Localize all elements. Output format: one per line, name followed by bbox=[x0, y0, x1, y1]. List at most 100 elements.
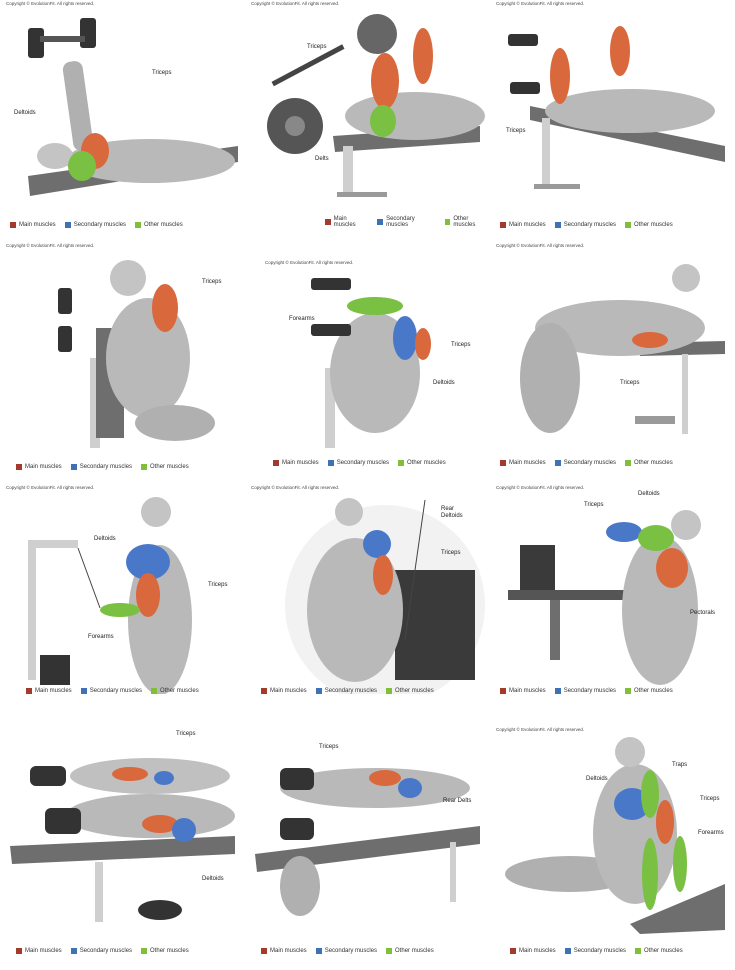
exercise-illustration bbox=[28, 497, 192, 694]
legend-other: Other muscles bbox=[644, 948, 683, 954]
legend-main: Main muscles bbox=[282, 460, 319, 466]
secondary-swatch bbox=[80, 688, 87, 694]
legend-main: Main muscles bbox=[509, 222, 546, 228]
legend-main: Main muscles bbox=[19, 222, 56, 228]
legend: Main muscles Secondary muscles Other mus… bbox=[261, 688, 434, 694]
secondary-swatch bbox=[377, 219, 384, 225]
label-forearms: Forearms bbox=[698, 830, 724, 836]
other-swatch bbox=[625, 222, 632, 228]
legend: Main muscles Secondary muscles Other mus… bbox=[261, 948, 434, 954]
legend: Main muscles Secondary muscles Other mus… bbox=[273, 460, 446, 466]
panel-lying-dumbbell-press: Copyright © EvolutionFit. All rights res… bbox=[490, 0, 735, 242]
other-swatch bbox=[141, 464, 148, 470]
panel-bent-over-kickback: Triceps Rear Delts Main muscles Secondar… bbox=[245, 726, 490, 970]
exercise-illustration bbox=[10, 758, 235, 922]
main-swatch bbox=[273, 460, 279, 466]
legend-secondary: Secondary muscles bbox=[336, 460, 390, 466]
legend: Main muscles Secondary muscles Other mus… bbox=[325, 216, 490, 228]
legend-other: Other muscles bbox=[144, 222, 183, 228]
label-deltoids: Deltoids bbox=[433, 380, 455, 386]
label-triceps: Triceps bbox=[307, 44, 327, 50]
legend-other: Other muscles bbox=[160, 688, 199, 694]
secondary-swatch bbox=[564, 948, 571, 954]
main-swatch bbox=[500, 222, 506, 228]
legend: Main muscles Secondary muscles Other mus… bbox=[500, 222, 673, 228]
panel-dumbbell-kickback: Triceps Deltoids Main muscles Secondary … bbox=[0, 726, 245, 970]
secondary-swatch bbox=[554, 688, 561, 694]
label-triceps: Triceps bbox=[700, 796, 720, 802]
copyright-text: Copyright © EvolutionFit. All rights res… bbox=[6, 1, 95, 6]
secondary-swatch bbox=[554, 222, 561, 228]
legend-main: Main muscles bbox=[25, 948, 62, 954]
copyright-text: Copyright © EvolutionFit. All rights res… bbox=[251, 485, 340, 490]
legend-secondary: Secondary muscles bbox=[73, 222, 127, 228]
copyright-text: Copyright © EvolutionFit. All rights res… bbox=[496, 1, 585, 6]
legend-secondary: Secondary muscles bbox=[324, 688, 378, 694]
exercise-illustration bbox=[505, 737, 725, 934]
legend-other: Other muscles bbox=[634, 222, 673, 228]
copyright-text: Copyright © EvolutionFit. All rights res… bbox=[6, 485, 95, 490]
main-swatch bbox=[16, 464, 22, 470]
main-swatch bbox=[10, 222, 16, 228]
label-triceps: Triceps bbox=[208, 582, 228, 588]
legend-secondary: Secondary muscles bbox=[324, 948, 378, 954]
secondary-swatch bbox=[70, 464, 77, 470]
label-delts: Delts bbox=[315, 156, 329, 162]
legend-other: Other muscles bbox=[395, 688, 434, 694]
exercise-illustration bbox=[267, 14, 485, 197]
label-triceps: Triceps bbox=[319, 744, 339, 750]
label-deltoids: Deltoids bbox=[94, 536, 116, 542]
legend: Main muscles Secondary muscles Other mus… bbox=[500, 460, 673, 466]
copyright-text: Copyright © EvolutionFit. All rights res… bbox=[265, 260, 354, 265]
panel-cable-pushdown: Copyright © EvolutionFit. All rights res… bbox=[0, 484, 245, 726]
legend: Main muscles Secondary muscles Other mus… bbox=[26, 688, 199, 694]
legend-main: Main muscles bbox=[270, 948, 307, 954]
label-triceps: Triceps bbox=[451, 342, 471, 348]
label-pectorals: Pectorals bbox=[690, 610, 716, 616]
exercise-illustration bbox=[508, 510, 701, 685]
copyright-text: Copyright © EvolutionFit. All rights res… bbox=[6, 243, 95, 248]
secondary-swatch bbox=[554, 460, 561, 466]
exercise-illustration bbox=[311, 278, 431, 448]
label-triceps: Triceps bbox=[620, 380, 640, 386]
main-swatch bbox=[26, 688, 32, 694]
other-swatch bbox=[398, 460, 405, 466]
legend-main: Main muscles bbox=[270, 688, 307, 694]
legend-main: Main muscles bbox=[25, 464, 62, 470]
other-swatch bbox=[625, 460, 632, 466]
secondary-swatch bbox=[70, 948, 77, 954]
copyright-text: Copyright © EvolutionFit. All rights res… bbox=[251, 1, 340, 6]
panel-seated-dumbbell-extension: Copyright © EvolutionFit. All rights res… bbox=[245, 242, 490, 484]
secondary-swatch bbox=[315, 948, 322, 954]
main-swatch bbox=[510, 948, 516, 954]
main-swatch bbox=[16, 948, 22, 954]
label-deltoids: Deltoids bbox=[14, 110, 36, 116]
label-deltoids: Deltoids bbox=[586, 776, 608, 782]
legend-other: Other muscles bbox=[395, 948, 434, 954]
legend-main: Main muscles bbox=[519, 948, 556, 954]
panel-seated-overhead-extension: Copyright © EvolutionFit. All rights res… bbox=[0, 242, 245, 484]
legend-main: Main muscles bbox=[35, 688, 72, 694]
panel-bench-dip: Copyright © EvolutionFit. All rights res… bbox=[490, 242, 735, 484]
main-swatch bbox=[261, 948, 267, 954]
label-deltoids: Deltoids bbox=[202, 876, 224, 882]
legend: Main muscles Secondary muscles Other mus… bbox=[16, 464, 189, 470]
label-rear-delts: Rear Delts bbox=[443, 798, 472, 804]
secondary-swatch bbox=[64, 222, 71, 228]
exercise-illustration bbox=[255, 768, 480, 916]
main-swatch bbox=[500, 460, 506, 466]
legend-secondary: Secondary muscles bbox=[386, 216, 415, 228]
legend-main: Main muscles bbox=[333, 216, 356, 228]
legend-main: Main muscles bbox=[509, 688, 546, 694]
other-swatch bbox=[444, 219, 451, 225]
panel-floor-dip: Copyright © EvolutionFit. All rights res… bbox=[490, 726, 735, 970]
other-swatch bbox=[135, 222, 142, 228]
legend-main: Main muscles bbox=[509, 460, 546, 466]
legend-secondary: Secondary muscles bbox=[89, 688, 143, 694]
legend: Main muscles Secondary muscles Other mus… bbox=[500, 688, 673, 694]
secondary-swatch bbox=[327, 460, 334, 466]
legend-other: Other muscles bbox=[453, 216, 476, 228]
copyright-text: Copyright © EvolutionFit. All rights res… bbox=[496, 727, 585, 732]
panel-barbell-skull-crusher: Copyright © EvolutionFit. All rights res… bbox=[245, 0, 490, 242]
